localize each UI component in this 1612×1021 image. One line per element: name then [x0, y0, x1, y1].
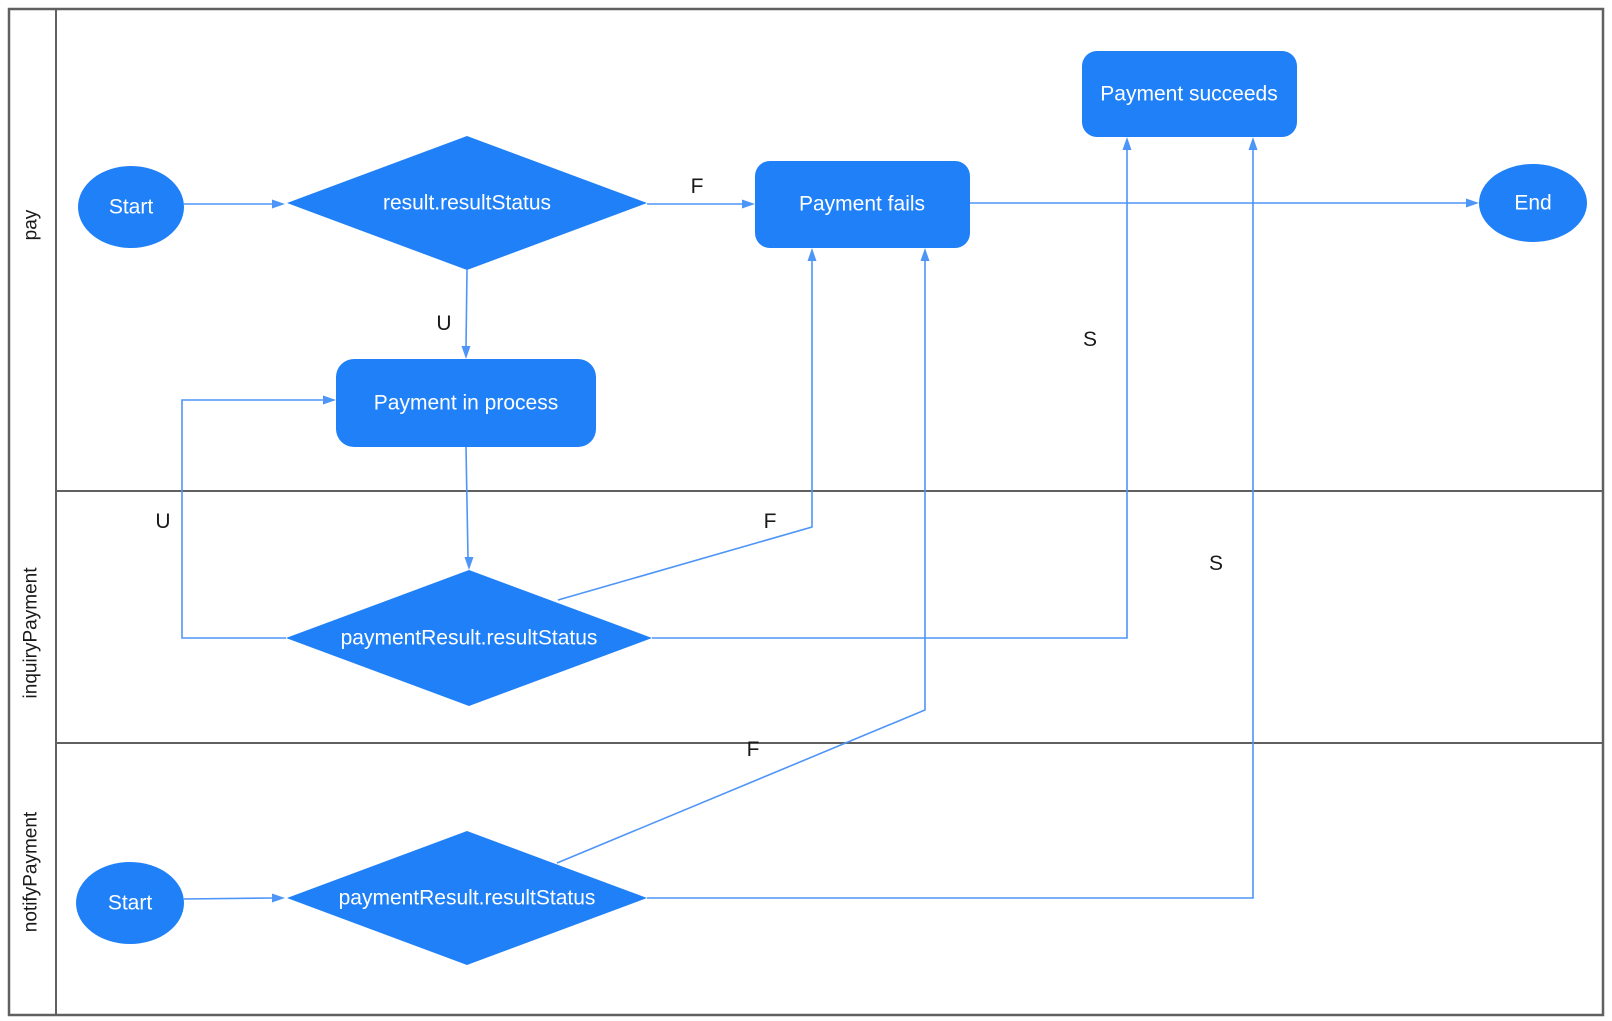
node-inquiry-decision[interactable]: paymentResult.resultStatus — [286, 570, 652, 706]
lane-label-pay: pay — [21, 209, 42, 240]
node-payment-in-process[interactable]: Payment in process — [336, 359, 596, 447]
edge-inquirydecision-to-paymentfails: F — [557, 248, 817, 601]
edge-label-u: U — [436, 312, 451, 335]
edge-inquirydecision-to-paymentinprocess: U — [155, 395, 336, 639]
node-label: Payment fails — [799, 193, 925, 216]
edge-paydecision-to-paymentfails: F — [647, 175, 755, 209]
edge-paydecision-to-paymentinprocess: U — [436, 269, 471, 359]
node-notify-start[interactable]: Start — [76, 862, 184, 944]
arrowhead — [807, 248, 817, 261]
arrowhead — [1466, 198, 1479, 208]
edge-paystart-to-paydecision — [184, 199, 285, 209]
lane-label-notify-payment: notifyPayment — [21, 811, 42, 932]
edge-label-s: S — [1209, 552, 1223, 575]
arrowhead — [323, 395, 336, 405]
node-label: Start — [108, 892, 153, 915]
node-label: paymentResult.resultStatus — [341, 627, 598, 650]
node-pay-end[interactable]: End — [1479, 164, 1587, 242]
node-label: Start — [109, 196, 154, 219]
swimlane-frame — [7, 7, 1605, 1017]
arrowhead — [742, 199, 755, 209]
edge-notifystart-to-notifydecision — [183, 893, 285, 903]
arrowhead — [464, 557, 474, 570]
edge-label-u: U — [155, 510, 170, 533]
lane-label-inquiry-payment: inquiryPayment — [21, 567, 42, 699]
node-label: paymentResult.resultStatus — [339, 887, 596, 910]
edge-notifydecision-to-paymentfails: F — [556, 248, 930, 864]
edge-paymentfails-to-end — [970, 198, 1479, 208]
node-label: result.resultStatus — [383, 192, 551, 215]
node-label: Payment succeeds — [1100, 83, 1277, 106]
outer-border — [7, 7, 1605, 1017]
node-pay-start[interactable]: Start — [78, 166, 184, 248]
node-pay-decision[interactable]: result.resultStatus — [287, 136, 647, 270]
edge-notifydecision-to-paymentsucceeds: S — [647, 137, 1258, 899]
arrowhead — [1122, 137, 1132, 150]
node-notify-decision[interactable]: paymentResult.resultStatus — [287, 831, 647, 965]
node-payment-fails[interactable]: Payment fails — [755, 161, 970, 248]
edge-label-s: S — [1083, 328, 1097, 351]
edge-label-f: F — [764, 510, 777, 533]
arrowhead — [1248, 137, 1258, 150]
arrowhead — [920, 248, 930, 261]
arrowhead — [272, 199, 285, 209]
edge-label-f: F — [747, 738, 760, 761]
edge-inquirydecision-to-paymentsucceeds: S — [652, 137, 1132, 639]
edge-paymentinprocess-to-inquirydecision — [464, 446, 474, 570]
edge-label-f: F — [691, 175, 704, 198]
node-payment-succeeds[interactable]: Payment succeeds — [1082, 51, 1297, 137]
node-label: Payment in process — [374, 392, 558, 415]
node-label: End — [1514, 192, 1551, 215]
arrowhead — [272, 893, 285, 903]
arrowhead — [461, 346, 471, 359]
